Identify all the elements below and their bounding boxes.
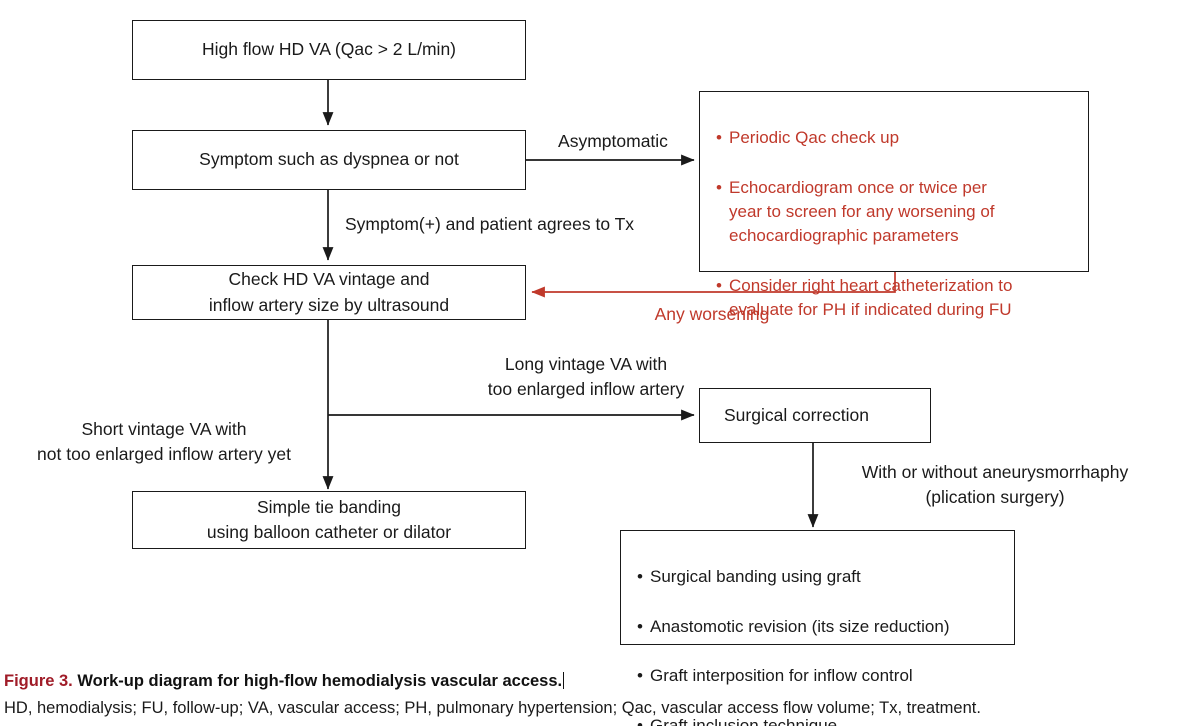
node-start[interactable]: High flow HD VA (Qac > 2 L/min) (132, 20, 526, 80)
bullet-item: Periodic Qac check up (716, 126, 1074, 150)
node-tie-banding[interactable]: Simple tie banding using balloon cathete… (132, 491, 526, 549)
bullet-item: Anastomotic revision (its size reduction… (637, 615, 1000, 639)
edge-label-short-vintage: Short vintage VA with not too enlarged i… (37, 419, 291, 464)
node-symptom-label: Symptom such as dyspnea or not (199, 149, 459, 170)
bullet-item: Graft interposition for inflow control (637, 664, 1000, 688)
edge-label-long-vintage: Long vintage VA with too enlarged inflow… (487, 354, 685, 399)
node-surgical-correction-label: Surgical correction (724, 404, 869, 425)
edge-label-asymptomatic: Asymptomatic (558, 131, 668, 151)
edge-label-any-worsening: Any worsening (654, 304, 770, 324)
node-check-vintage[interactable]: Check HD VA vintage and inflow artery si… (132, 265, 526, 320)
node-tie-banding-label: Simple tie banding using balloon cathete… (206, 496, 452, 542)
bullet-item: Echocardiogram once or twice per year to… (716, 176, 1074, 248)
edge-label-symptom-positive: Symptom(+) and patient agrees to Tx (345, 214, 635, 234)
node-start-label: High flow HD VA (Qac > 2 L/min) (202, 39, 456, 60)
bullet-item: Consider right heart catheterization to … (716, 274, 1074, 322)
figure-abbreviations: HD, hemodialysis; FU, follow-up; VA, vas… (4, 699, 981, 717)
bullet-item: Graft inclusion technique (637, 714, 1000, 726)
node-followup-recommendations[interactable]: Periodic Qac check up Echocardiogram onc… (699, 91, 1089, 319)
node-surgical-correction[interactable]: Surgical correction (699, 388, 931, 443)
figure-caption: Figure 3. Work-up diagram for high-flow … (4, 669, 565, 694)
text-cursor (563, 672, 565, 689)
bullet-item: Surgical banding using graft (637, 565, 1000, 589)
figure-label: Figure 3. (4, 672, 73, 690)
edge-label-aneurysmorrhaphy: With or without aneurysmorrhaphy (plicat… (861, 462, 1129, 507)
node-check-vintage-label: Check HD VA vintage and inflow artery si… (208, 269, 450, 315)
node-surgical-options[interactable]: Surgical banding using graft Anastomotic… (620, 530, 1015, 726)
figure-title: Work-up diagram for high-flow hemodialys… (77, 672, 563, 690)
node-symptom[interactable]: Symptom such as dyspnea or not (132, 130, 526, 190)
